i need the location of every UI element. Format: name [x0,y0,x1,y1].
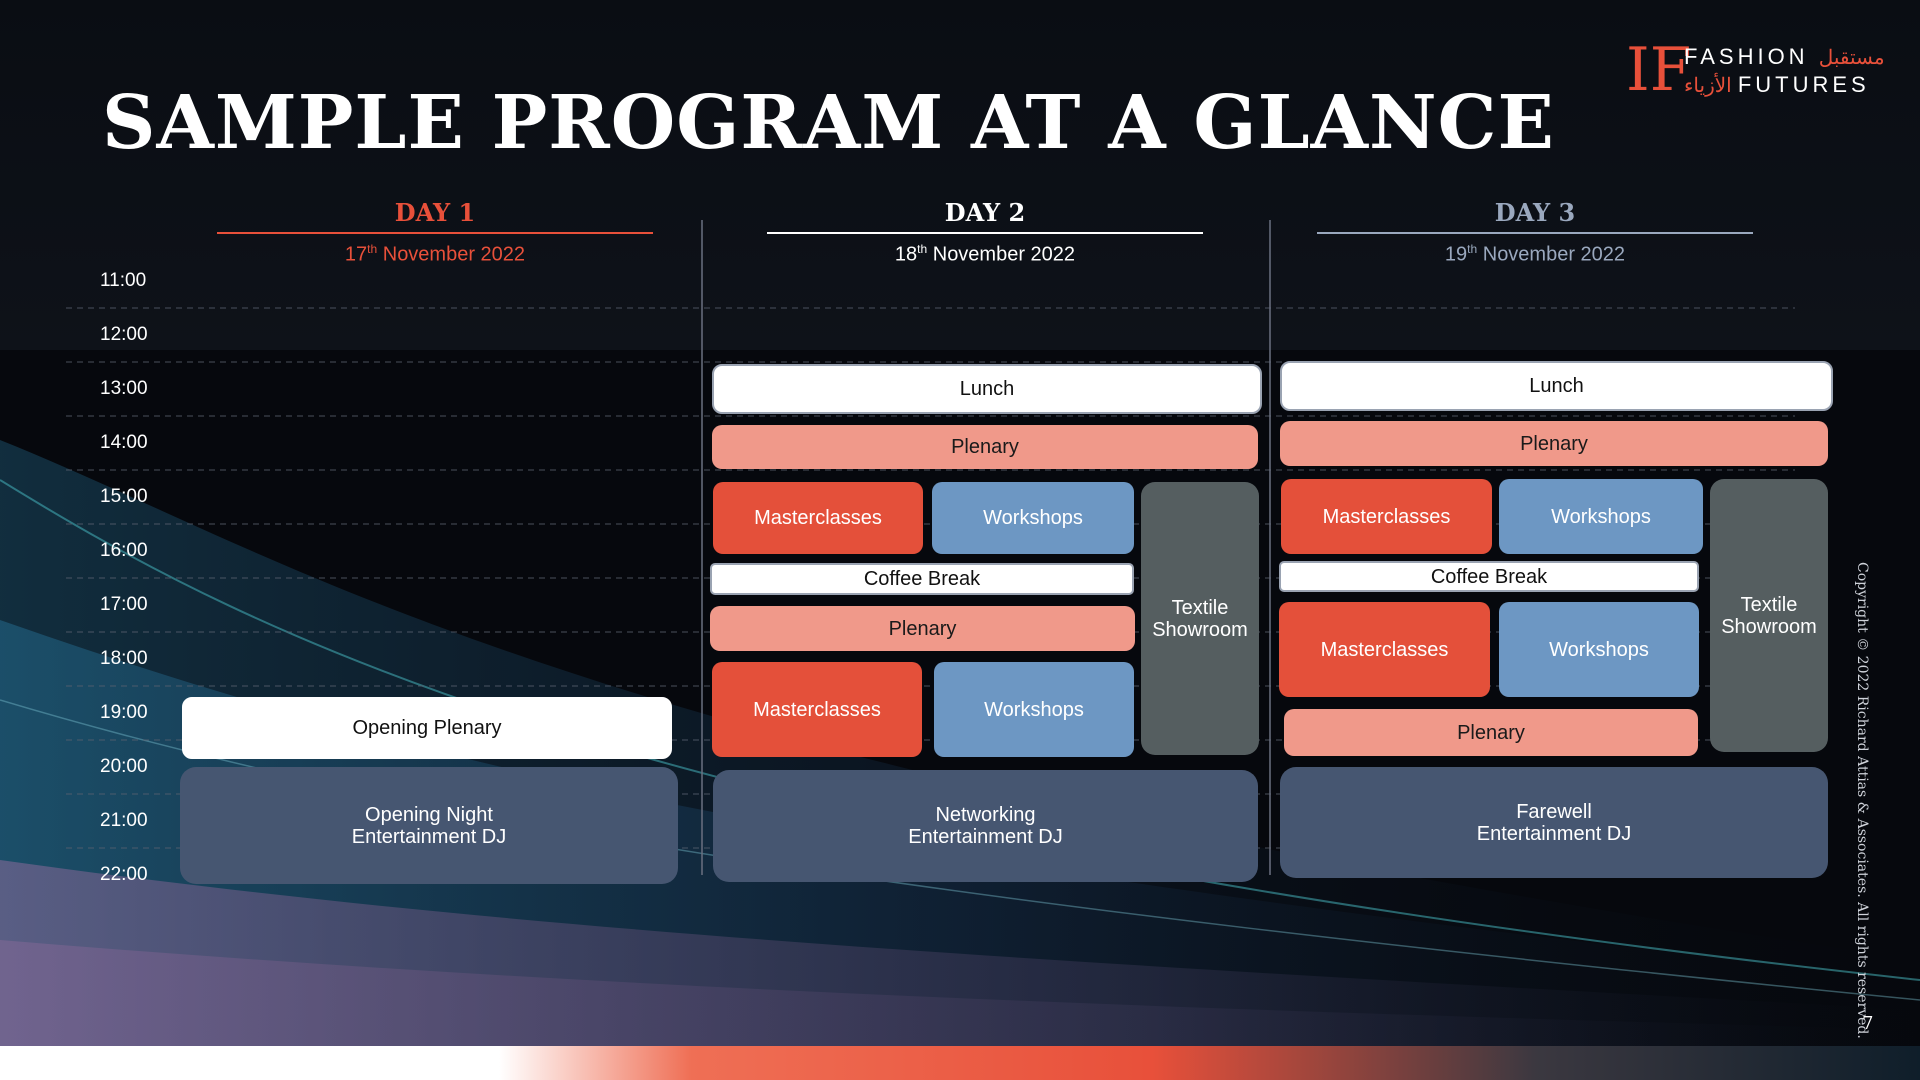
logo-text-fashion: FASHION [1684,44,1809,69]
day2-masterclasses-1: Masterclasses [713,482,923,554]
time-label-1100: 11:00 [100,270,147,291]
day2-entertainment: Networking Entertainment DJ [713,770,1258,882]
page-number: 7 [1862,1013,1874,1034]
day-2-underline [767,232,1203,234]
day-2-title: DAY 2 [944,198,1026,227]
time-label-2100: 21:00 [100,810,148,831]
logo-text-arabic-2: الأزياء [1684,75,1732,97]
day3-lunch: Lunch [1280,361,1833,411]
time-label-1300: 13:00 [100,378,148,399]
time-label-1700: 17:00 [100,594,148,615]
day1-entertainment: Opening Night Entertainment DJ [180,767,678,884]
time-label-1500: 15:00 [100,486,148,507]
day3-masterclasses-1: Masterclasses [1281,479,1492,554]
time-label-2200: 22:00 [100,864,148,885]
day3-textile-showroom: Textile Showroom [1710,479,1828,752]
time-label-1200: 12:00 [100,324,148,345]
time-label-1600: 16:00 [100,540,148,561]
fashion-futures-logo: IF FASHION مستقبل الأزياء FUTURES [1626,40,1886,100]
day2-workshops-2: Workshops [934,662,1134,757]
day-3-underline [1317,232,1753,234]
page-title: SAMPLE PROGRAM AT A GLANCE [102,80,1555,166]
day3-plenary-1: Plenary [1280,421,1828,466]
day2-plenary-1: Plenary [712,425,1258,469]
day3-entertainment: Farewell Entertainment DJ [1280,767,1828,878]
day-1-title: DAY 1 [394,198,476,227]
day2-lunch: Lunch [712,364,1262,414]
day2-textile-showroom: Textile Showroom [1141,482,1259,755]
copyright-notice: Copyright © 2022 Richard Attias & Associ… [1854,562,1870,1039]
day-2-date: 18th November 2022 [894,242,1076,266]
day3-masterclasses-2: Masterclasses [1279,602,1490,697]
time-label-1800: 18:00 [100,648,148,669]
time-label-1400: 14:00 [100,432,148,453]
day-1-underline [217,232,653,234]
logo-text-futures: FUTURES [1737,72,1870,97]
day-1-date: 17th November 2022 [344,242,526,266]
day2-plenary-2: Plenary [710,606,1135,651]
day2-coffee-break: Coffee Break [710,563,1134,595]
day-3-date: 19th November 2022 [1444,242,1626,266]
day2-masterclasses-2: Masterclasses [712,662,922,757]
day3-workshops-2: Workshops [1499,602,1699,697]
time-label-1900: 19:00 [100,702,148,723]
fashion-futures-monogram-icon: IF [1626,35,1692,105]
day3-workshops-1: Workshops [1499,479,1703,554]
day2-workshops-1: Workshops [932,482,1134,554]
time-label-2000: 20:00 [100,756,148,777]
day-3-title: DAY 3 [1494,198,1576,227]
logo-text-arabic-1: مستقبل [1818,47,1885,69]
day3-plenary-2: Plenary [1284,709,1698,756]
day1-opening-plenary: Opening Plenary [182,697,672,759]
day3-coffee-break: Coffee Break [1279,561,1699,592]
